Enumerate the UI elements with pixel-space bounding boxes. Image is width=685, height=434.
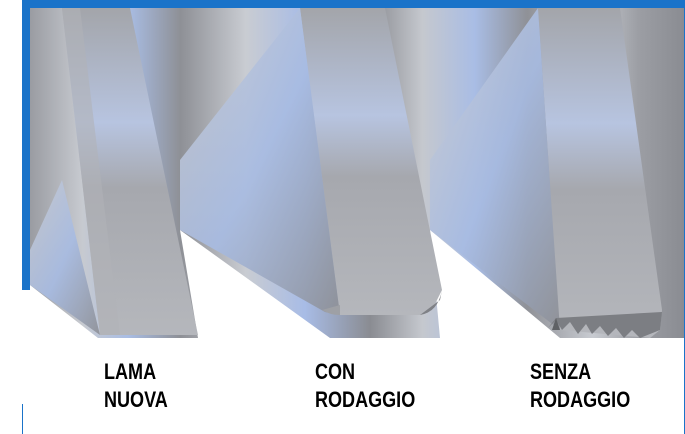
gap-1: [30, 285, 98, 338]
label-unhoned-blade-line1: SENZA: [530, 359, 592, 384]
label-honed-blade: CON RODAGGIO: [315, 358, 415, 414]
label-honed-blade-line1: CON: [315, 359, 356, 384]
frame-left-bar: [22, 0, 30, 290]
blade-new: [30, 8, 198, 335]
frame-bottom-line: [22, 404, 23, 434]
label-new-blade-line1: LAMA: [104, 359, 157, 384]
blade-honed: [180, 8, 442, 315]
label-unhoned-blade: SENZA RODAGGIO: [530, 358, 630, 414]
blade-unhoned: [430, 8, 662, 338]
label-new-blade-line2: NUOVA: [104, 387, 168, 412]
gap-2: [180, 230, 330, 338]
gap-3: [430, 230, 560, 338]
label-unhoned-blade-line2: RODAGGIO: [530, 387, 631, 412]
label-honed-blade-line2: RODAGGIO: [315, 387, 416, 412]
chipped-edge: [548, 312, 662, 338]
label-new-blade: LAMA NUOVA: [104, 358, 168, 414]
frame-top-bar: [22, 0, 685, 8]
